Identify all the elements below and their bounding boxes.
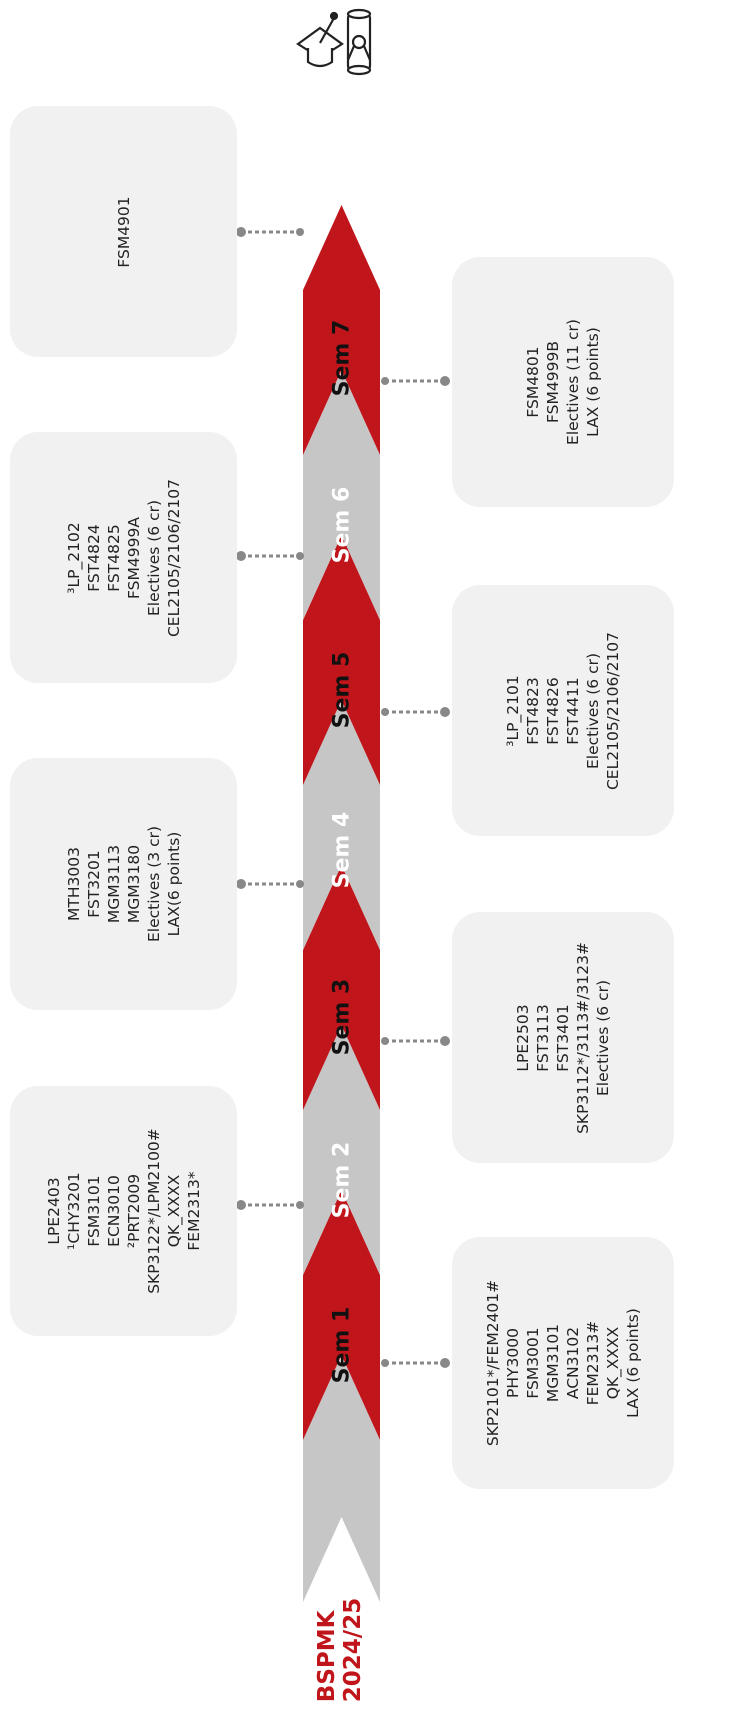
connector-dot — [236, 1200, 246, 1210]
connector-dot — [381, 1359, 389, 1367]
connector-dot — [440, 1358, 450, 1368]
semester-label-7: Sem 7 — [329, 319, 354, 397]
course-item: ³LP_2101 — [504, 674, 522, 747]
course-box-sem-8 — [10, 106, 237, 357]
course-item: MGM3101 — [544, 1323, 562, 1403]
connector-dot — [440, 376, 450, 386]
semester-segment-8 — [303, 205, 380, 455]
course-box-sem-6 — [10, 432, 237, 683]
course-item: Electives (11 cr) — [564, 319, 582, 445]
program-title: BSPMK 2024/25 — [314, 1598, 366, 1702]
course-item: FSM3101 — [84, 1175, 103, 1247]
course-item: FST4823 — [524, 676, 542, 745]
course-item: CEL2105/2106/2107 — [604, 631, 622, 790]
semester-label-1: Sem 1 — [329, 1306, 354, 1384]
course-item: FST4825 — [104, 523, 123, 592]
course-item: ³LP_2102 — [64, 521, 83, 594]
course-item: SKP3122*/LPM2100# — [144, 1128, 163, 1294]
semester-segment-7 — [303, 370, 380, 620]
connector-dot — [296, 880, 304, 888]
connector-dot — [296, 1201, 304, 1209]
semester-segment-6 — [303, 535, 380, 785]
course-item: Electives (3 cr) — [144, 825, 163, 943]
course-item: FEM2313* — [184, 1171, 203, 1251]
course-item: MTH3003 — [64, 847, 83, 921]
course-item: SKP2101*/FEM2401# — [484, 1279, 502, 1447]
course-item: CEL2105/2106/2107 — [164, 478, 183, 637]
semester-label-2: Sem 2 — [329, 1141, 354, 1219]
connector-dot — [296, 228, 304, 236]
course-item: MGM3180 — [124, 844, 143, 924]
course-item: MGM3113 — [104, 844, 123, 924]
connector-dot — [440, 707, 450, 717]
semester-segment-5 — [303, 700, 380, 950]
course-item: FST3201 — [84, 850, 103, 918]
course-item: Electives (6 cr) — [584, 652, 602, 769]
connector-dot — [440, 1036, 450, 1046]
course-item: LAX(6 points) — [164, 831, 183, 937]
course-list-sem-8: FSM4901 — [114, 196, 134, 267]
graduation-cap-and-diploma-icon — [296, 8, 372, 76]
semester-segment-2 — [303, 1190, 380, 1440]
course-item: SKP3112*/3113#/3123# — [574, 941, 592, 1134]
course-item: Electives (6 cr) — [144, 499, 163, 616]
semester-segment-4 — [303, 865, 380, 1110]
connector-dot — [296, 552, 304, 560]
course-item: FST4411 — [564, 676, 582, 745]
course-box-sem-7 — [452, 257, 674, 507]
course-item: Electives (6 cr) — [594, 979, 612, 1096]
course-item: ECN3010 — [104, 1175, 123, 1247]
semester-label-4: Sem 4 — [329, 811, 354, 889]
program-name: BSPMK — [314, 1610, 340, 1703]
course-box-sem-5 — [452, 585, 674, 836]
course-item: FSM3001 — [524, 1327, 542, 1399]
connector-dot — [381, 708, 389, 716]
semester-segment-1 — [303, 1355, 380, 1602]
connector-dot — [236, 879, 246, 889]
course-item: PHY3000 — [504, 1328, 522, 1398]
program-year: 2024/25 — [340, 1597, 366, 1703]
semester-segment-3 — [303, 1025, 380, 1275]
semester-label-6: Sem 6 — [329, 486, 354, 564]
course-item: ¹CHY3201 — [64, 1172, 83, 1250]
semester-label-5: Sem 5 — [329, 651, 354, 729]
course-box-sem-4 — [10, 758, 237, 1010]
course-item: FST3113 — [534, 1003, 552, 1072]
connector-dot — [381, 1037, 389, 1045]
course-item: LPE2503 — [514, 1003, 532, 1072]
course-item: QK_XXXX — [164, 1174, 183, 1248]
course-item: FST4826 — [544, 676, 562, 745]
course-box-sem-3 — [452, 912, 674, 1163]
course-item: ACN3102 — [564, 1326, 582, 1400]
course-item: FSM4999B — [544, 341, 562, 423]
course-item: FEM2313# — [584, 1320, 602, 1406]
course-item: FSM4999A — [124, 516, 143, 599]
connector-dot — [236, 551, 246, 561]
semester-label-3: Sem 3 — [329, 978, 354, 1056]
course-item: FST3401 — [554, 1003, 572, 1072]
connector-dot — [236, 227, 246, 237]
course-item: LPE2403 — [44, 1177, 63, 1245]
course-box-sem-2 — [10, 1086, 237, 1336]
course-item: FST4824 — [84, 523, 103, 592]
course-item: ²PRT2009 — [124, 1173, 143, 1249]
course-item: LAX (6 points) — [584, 327, 602, 437]
course-item: LAX (6 points) — [624, 1308, 642, 1418]
course-item: QK_XXXX — [604, 1326, 622, 1400]
course-item: FSM4901 — [114, 195, 133, 268]
semester-label-8: Sem 8 — [329, 121, 354, 199]
course-box-sem-1 — [452, 1237, 674, 1489]
course-item: FSM4801 — [524, 346, 542, 418]
connector-dot — [381, 377, 389, 385]
